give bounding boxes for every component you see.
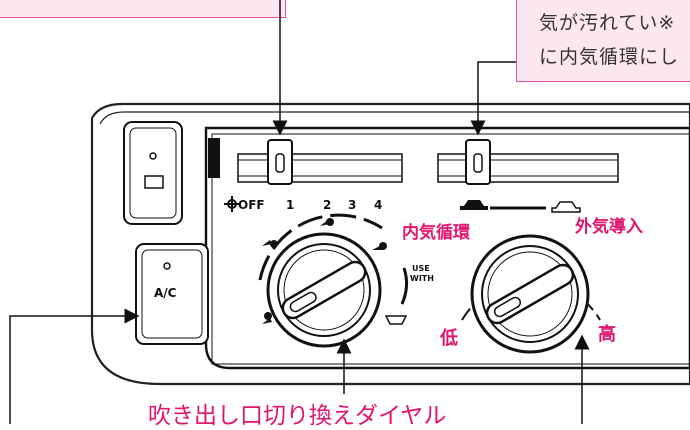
control-panel [204,126,690,370]
rear-defroster-button [123,121,183,225]
ac-button [135,243,209,345]
mode-dial-label: 吹き出し口切り換えダイヤル [148,403,447,429]
low-label: 低 [440,328,458,349]
vent-foot-icon [372,242,387,250]
use-with-label-2: WITH [410,274,434,283]
fan-level-3: 3 [348,198,357,212]
ac-button-label: A/C [154,286,177,300]
use-with-arrow-icon [400,267,409,305]
panel-bezel [90,102,690,386]
vent-floor-icon [262,312,272,324]
fan-level-4: 4 [374,198,383,212]
fan-level-1: 1 [286,198,295,212]
fan-level-2: 2 [323,198,332,212]
fresh-air-car-icon [551,201,581,213]
callout-text-line2: に内気循環にし [539,46,680,68]
recirculation-car-icon [460,200,488,210]
high-label: 高 [598,324,616,345]
use-with-label-1: USE [412,264,430,273]
mode-dial [258,213,383,348]
top-right-callout: 気が汚れてい※ に内気循環にし [516,0,690,82]
defrost-icon [384,315,408,325]
top-left-callout [0,0,286,18]
leader-air-source-slider [470,61,516,136]
leader-ac-button [9,308,140,424]
fan-speed-slider-knob [267,139,293,185]
air-source-slider-knob [465,139,491,185]
vent-bilevel-icon [320,218,334,226]
vent-face-icon [262,240,278,248]
callout-text-line1: 気が汚れてい※ [539,12,676,34]
recirculation-label: 内気循環 [402,223,470,243]
fan-off-label: OFF [238,198,265,212]
fan-icon [224,196,240,212]
fresh-air-label: 外気導入 [575,217,643,237]
temperature-dial [461,234,601,354]
fan-slider-track [208,138,403,183]
